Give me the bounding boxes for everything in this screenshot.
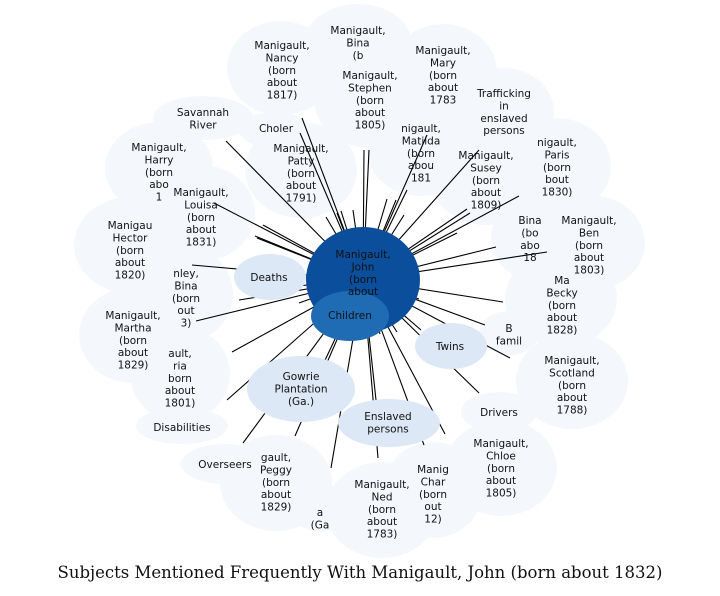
label-bina: Manigault,Bina(b xyxy=(330,25,385,62)
halo-ga xyxy=(291,484,351,532)
halo-ned xyxy=(326,462,438,558)
halo-scotland xyxy=(516,333,628,429)
diagram-caption: Subjects Mentioned Frequently With Manig… xyxy=(57,563,663,582)
halo-family xyxy=(479,311,539,355)
halo-drivers xyxy=(461,392,537,432)
node-layer xyxy=(234,227,487,447)
label-disabilities: Disabilities xyxy=(153,422,210,434)
halo-maria xyxy=(130,326,230,422)
label-deaths: Deaths xyxy=(250,272,287,284)
bubble-children[interactable] xyxy=(311,291,389,341)
bubble-gowrie[interactable] xyxy=(247,356,355,422)
label-twins: Twins xyxy=(435,341,464,353)
label-cholera: Choler xyxy=(259,123,294,135)
bubble-enslaved[interactable] xyxy=(338,399,440,447)
bubble-deaths[interactable] xyxy=(234,254,306,300)
label-drivers: Drivers xyxy=(480,407,518,419)
halo-patty xyxy=(245,122,357,218)
label-ga: a(Ga xyxy=(311,507,330,531)
halo-nancy xyxy=(227,21,335,115)
bubble-twins[interactable] xyxy=(415,323,487,369)
background-halo-layer xyxy=(74,4,645,558)
halo-susey xyxy=(430,129,542,225)
label-children: Children xyxy=(328,310,372,322)
label-overseers: Overseers xyxy=(198,459,251,471)
halo-disabilities xyxy=(136,408,228,444)
